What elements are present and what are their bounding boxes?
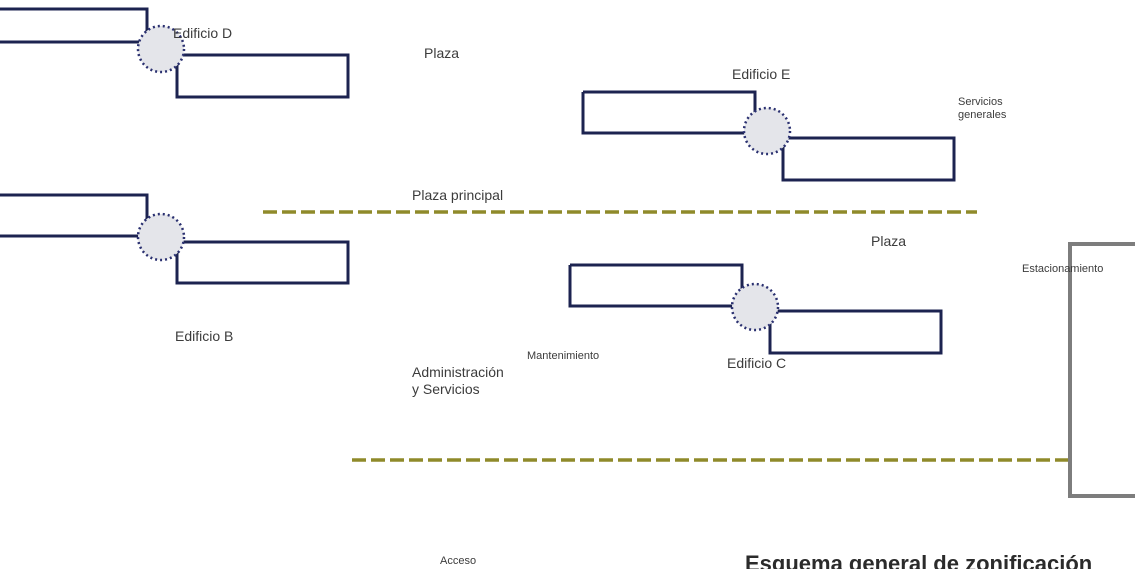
label-edificio-d: Edificio D [173, 25, 233, 41]
building-c-lower-block [768, 309, 943, 355]
label-edificio-b: Edificio B [175, 328, 234, 344]
building-e-connector [742, 106, 792, 156]
parking-area [1068, 242, 1135, 498]
building-d-upper-block [0, 7, 149, 42]
building-b [0, 193, 350, 285]
building-e [581, 90, 956, 182]
label-plaza-top: Plaza [424, 45, 460, 61]
label-mantenimiento: Mantenimiento [527, 350, 600, 362]
building-b-lower-block [175, 240, 350, 285]
label-acceso: Acceso [440, 555, 477, 567]
building-e-upper-block [581, 90, 757, 135]
building-b-upper-block [0, 193, 149, 238]
building-c [568, 263, 943, 355]
label-servicios-generales: Servicios generales [958, 96, 1007, 122]
diagram-title: Esquema general de zonificación [745, 551, 1093, 569]
label-plaza-principal: Plaza principal [412, 187, 504, 203]
building-e-lower-block [781, 136, 956, 182]
label-plaza-right: Plaza [871, 233, 907, 249]
building-d [0, 7, 350, 99]
label-estacionamiento: Estacionamiento [1022, 263, 1104, 275]
building-d-lower-block [175, 53, 350, 99]
building-d-connector [136, 24, 186, 74]
building-c-connector [730, 282, 780, 332]
building-c-upper-block [568, 263, 744, 308]
label-edificio-e: Edificio E [732, 66, 791, 82]
building-b-connector [136, 212, 186, 262]
label-administracion-servicios: Administración y Servicios [412, 364, 504, 397]
label-edificio-c: Edificio C [727, 355, 787, 371]
